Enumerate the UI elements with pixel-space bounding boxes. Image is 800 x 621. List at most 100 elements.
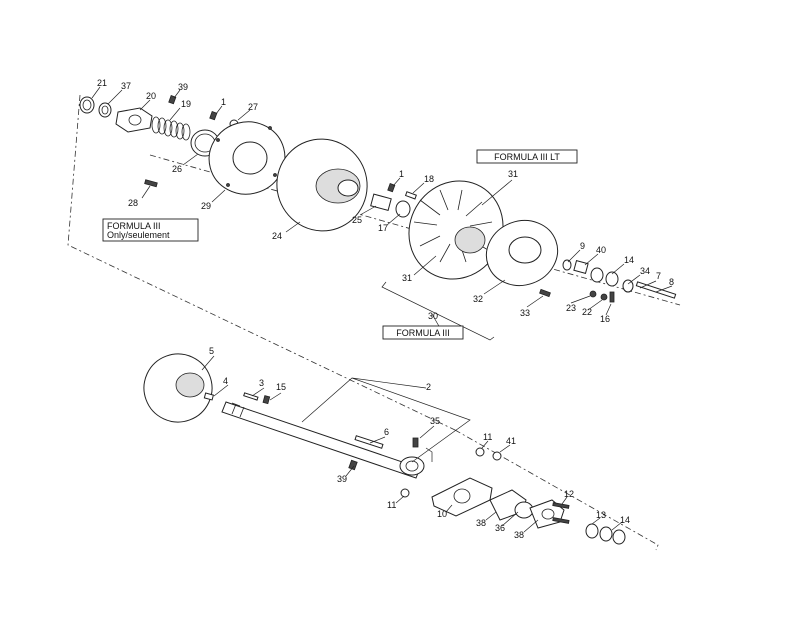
bearing-35 [399,456,425,476]
callout-18: 18 [424,174,434,184]
label-box-formula-only [102,218,199,242]
callout-8: 8 [669,277,674,287]
bolt-8 [635,281,677,299]
screw-15 [262,395,271,405]
callout-22: 22 [582,307,592,317]
label-formula-iii: FORMULA III [396,328,450,338]
sheave-24-bore [337,179,359,197]
callout-9: 9 [580,241,585,251]
shaft-2-splines [231,402,245,418]
callout-12: 12 [564,489,574,499]
callout-14: 14 [620,515,630,525]
bushing-40 [573,260,589,274]
plate-29-bolt [268,126,272,130]
screw-39-lower [348,459,358,471]
callout-17: 17 [378,223,388,233]
washer-37-inner [101,105,109,115]
washer-14a [590,267,604,283]
sheave-31-hub [454,226,486,254]
shaft-2 [221,401,421,479]
callout-28: 28 [128,198,138,208]
callout-7: 7 [656,271,661,281]
callout-3: 3 [259,378,264,388]
cam-20-hole [128,114,142,126]
callout-4: 4 [223,376,228,386]
callout-38: 38 [514,530,524,540]
label-formula-lt: FORMULA III LT [494,152,560,162]
callout-38: 38 [476,518,486,528]
callout-21: 21 [97,78,107,88]
callout-14: 14 [624,255,634,265]
screw-35 [412,437,419,448]
callout-35: 35 [430,416,440,426]
ring-17 [395,200,411,218]
callout-23: 23 [566,303,576,313]
cam-20 [115,107,153,133]
label-box-formula-iii [382,325,464,340]
nut-11a [475,447,485,457]
callout-31: 31 [402,273,412,283]
callout-10: 10 [437,509,447,519]
screw-28 [144,179,158,188]
callout-33: 33 [520,308,530,318]
leader-lines [91,86,673,533]
circlip-21 [79,96,95,114]
callout-numbers: 21 37 20 39 19 1 27 26 28 29 24 1 18 25 … [97,78,674,540]
nut-11b [400,488,410,498]
washer-34 [622,279,634,293]
label-formula-only-line2: Only/seulement [107,230,170,240]
nut-23 [589,290,597,298]
callout-13: 13 [596,510,606,520]
callout-25: 25 [352,215,362,225]
callout-16: 16 [600,314,610,324]
callout-19: 19 [181,99,191,109]
flange-38b-hole [541,508,555,520]
callout-15: 15 [276,382,286,392]
plate-29-bolt [273,173,277,177]
label-box-formula-lt [476,149,578,164]
callout-36: 36 [495,523,505,533]
plate-29-bolt [216,138,220,142]
washer-14d [612,529,626,545]
label-formula-only-line1: FORMULA III [107,221,161,231]
callout-6: 6 [384,427,389,437]
callout-24: 24 [272,231,282,241]
callout-30: 30 [428,311,438,321]
callout-29: 29 [201,201,211,211]
washer-14b [605,271,619,287]
boundary-line-left [67,94,456,431]
callout-11: 11 [483,432,492,442]
key-4 [203,392,214,401]
callout-11: 11 [387,500,396,510]
washer-9 [562,259,572,271]
callout-34: 34 [640,266,650,276]
bolt-12a [552,502,570,509]
callout-1: 1 [221,97,226,107]
boundary-line-right [454,429,659,551]
washer-37 [98,102,112,118]
bushing-25 [370,193,392,211]
screw-33 [539,288,551,298]
sheave-5-hub [175,372,205,398]
callout-5: 5 [209,346,214,356]
callout-20: 20 [146,91,156,101]
pin-3 [243,392,259,401]
callout-41: 41 [506,436,516,446]
circlip-21-inner [82,99,92,111]
bolt-12b [552,517,570,524]
key-18 [404,191,417,200]
washer-14c [599,526,613,542]
callout-2: 2 [426,382,431,392]
callout-27: 27 [248,102,258,112]
washer-41 [492,451,502,461]
washer-22 [600,293,608,301]
callout-37: 37 [121,81,131,91]
cover-32-hole [508,236,542,264]
spring-19 [151,116,191,141]
callout-1: 1 [399,169,404,179]
callout-31: 31 [508,169,518,179]
plate-29-hole [232,141,268,175]
bracket-10-hole [453,488,471,504]
